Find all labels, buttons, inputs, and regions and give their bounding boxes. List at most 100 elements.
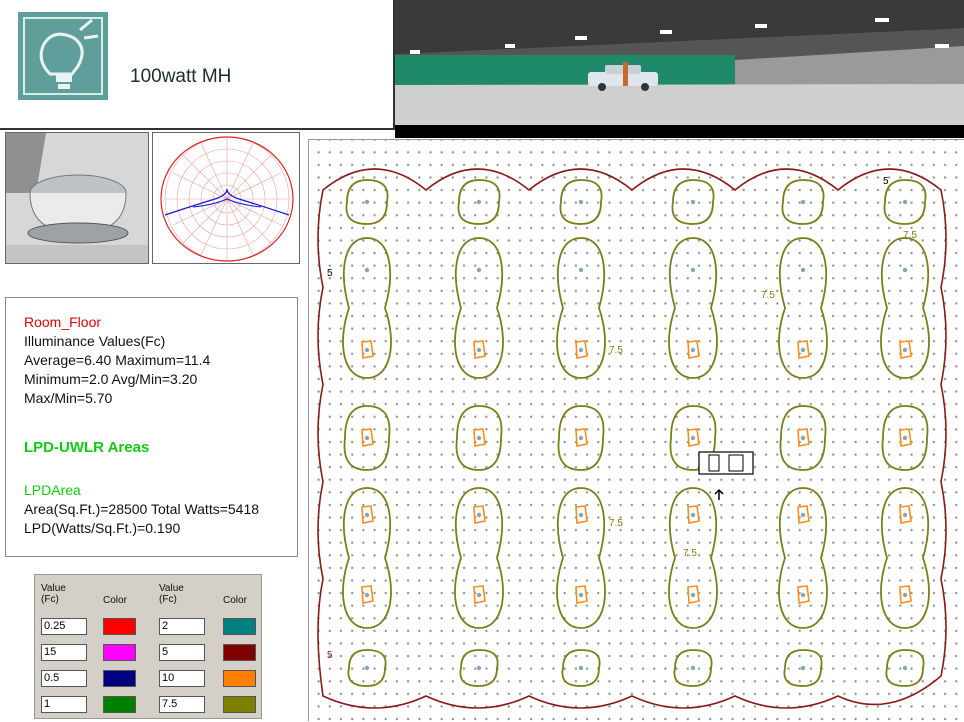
contour-line-10 — [473, 505, 486, 524]
luminaire-marker — [902, 199, 908, 205]
contour-line-10 — [575, 428, 588, 447]
contour-line-10 — [687, 505, 700, 524]
contour-line-10 — [797, 428, 810, 447]
legend-value-input[interactable]: 10 — [159, 670, 205, 687]
contour-line-10 — [361, 585, 374, 604]
contour-line-10 — [687, 428, 700, 447]
contour-line-7-5 — [457, 179, 501, 225]
contour-line-10 — [687, 340, 700, 359]
legend-color-header-left: Color — [103, 595, 127, 606]
legend-color-swatch[interactable] — [223, 670, 256, 687]
luminaire-marker — [364, 512, 370, 518]
luminaire-marker — [578, 267, 584, 273]
luminaire-marker — [902, 665, 908, 671]
contour-label: 7.5 — [609, 518, 623, 529]
luminaire-marker — [902, 267, 908, 273]
luminaire-marker — [690, 665, 696, 671]
contour-legend-panel: Value (Fc) Color Value (Fc) Color 0.25 1… — [34, 574, 262, 719]
contour-line-7-5 — [881, 405, 929, 471]
legend-value-header-left: Value (Fc) — [41, 583, 66, 605]
contour-line-7-5 — [343, 405, 391, 471]
contour-line-7-5 — [783, 649, 823, 687]
luminaire-marker — [578, 435, 584, 441]
luminaire-marker — [364, 592, 370, 598]
luminaire-marker — [800, 347, 806, 353]
legend-value-input[interactable]: 2 — [159, 618, 205, 635]
luminaire-photo — [5, 132, 149, 264]
luminaire-marker — [690, 199, 696, 205]
legend-value-input[interactable]: 0.5 — [41, 670, 87, 687]
contour-line-10 — [899, 585, 912, 604]
contour-line-7-5 — [347, 649, 387, 687]
contour-line-7-5 — [779, 405, 827, 471]
stat-max-min: Max/Min=5.70 — [24, 390, 113, 406]
luminaire-marker — [476, 512, 482, 518]
luminaire-marker — [578, 592, 584, 598]
contour-line-7-5 — [556, 487, 606, 629]
contour-line-10 — [899, 505, 912, 524]
luminaire-marker — [578, 512, 584, 518]
contour-line-10 — [687, 585, 700, 604]
photometric-polar-plot — [152, 132, 300, 264]
luminaire-marker — [800, 665, 806, 671]
luminaire-marker — [476, 267, 482, 273]
legend-value-input[interactable]: 7.5 — [159, 696, 205, 713]
contour-line-10 — [575, 585, 588, 604]
legend-color-swatch[interactable] — [223, 696, 256, 713]
page-title: 100watt MH — [130, 66, 232, 87]
contour-line-7-5 — [459, 649, 499, 687]
legend-color-swatch[interactable] — [223, 618, 256, 635]
luminaire-marker — [902, 592, 908, 598]
contour-label: 5 — [327, 650, 333, 661]
luminaire-marker — [476, 199, 482, 205]
contour-line-10 — [797, 505, 810, 524]
luminaire-marker — [578, 347, 584, 353]
contour-line-7-5 — [454, 237, 504, 379]
legend-value-header-right: Value (Fc) — [159, 583, 184, 605]
legend-value-input[interactable]: 1 — [41, 696, 87, 713]
luminaire-marker — [364, 665, 370, 671]
luminaire-marker — [578, 199, 584, 205]
contour-line-7-5 — [455, 405, 503, 471]
contour-line-7-5 — [345, 179, 389, 225]
legend-color-swatch[interactable] — [103, 618, 136, 635]
floor-plan-contour-view[interactable]: 5 5 7.5 7.5 7.5 7.5 7.5 5 — [308, 139, 964, 721]
contour-line-7-5 — [454, 487, 504, 629]
legend-color-header-right: Color — [223, 595, 247, 606]
luminaire-marker — [364, 199, 370, 205]
luminaire-marker — [476, 665, 482, 671]
contour-layer — [317, 168, 947, 709]
contour-line-7-5 — [880, 237, 930, 379]
legend-color-swatch[interactable] — [223, 644, 256, 661]
contour-line-7-5 — [673, 649, 713, 687]
luminaire-marker — [690, 512, 696, 518]
legend-value-input[interactable]: 15 — [41, 644, 87, 661]
luminaire-marker — [902, 347, 908, 353]
luminaire-marker — [476, 435, 482, 441]
legend-value-input[interactable]: 0.25 — [41, 618, 87, 635]
legend-color-swatch[interactable] — [103, 670, 136, 687]
luminaire-marker — [364, 347, 370, 353]
legend-color-swatch[interactable] — [103, 696, 136, 713]
luminaire-marker — [364, 267, 370, 273]
car-icon — [588, 62, 658, 91]
contour-line-7-5 — [668, 237, 718, 379]
contour-line-7-5 — [556, 237, 606, 379]
luminaire-marker — [364, 435, 370, 441]
contour-line-10 — [899, 340, 912, 359]
stats-heading: Illuminance Values(Fc) — [24, 333, 166, 349]
contour-label: 5 — [883, 176, 889, 187]
contour-line-10 — [361, 428, 374, 447]
contour-line-7-5 — [778, 237, 828, 379]
legend-color-swatch[interactable] — [103, 644, 136, 661]
contour-line-10 — [361, 340, 374, 359]
stat-average-maximum: Average=6.40 Maximum=11.4 — [24, 352, 211, 368]
contour-label: 7.5 — [683, 548, 697, 559]
stat-lpd: LPD(Watts/Sq.Ft.)=0.190 — [24, 520, 181, 536]
contour-line-7-5 — [342, 237, 392, 379]
contour-line-7-5 — [342, 487, 392, 629]
contour-line-7-5 — [880, 487, 930, 629]
contour-line-10 — [361, 505, 374, 524]
legend-value-input[interactable]: 5 — [159, 644, 205, 661]
contour-line-7-5 — [885, 649, 925, 687]
